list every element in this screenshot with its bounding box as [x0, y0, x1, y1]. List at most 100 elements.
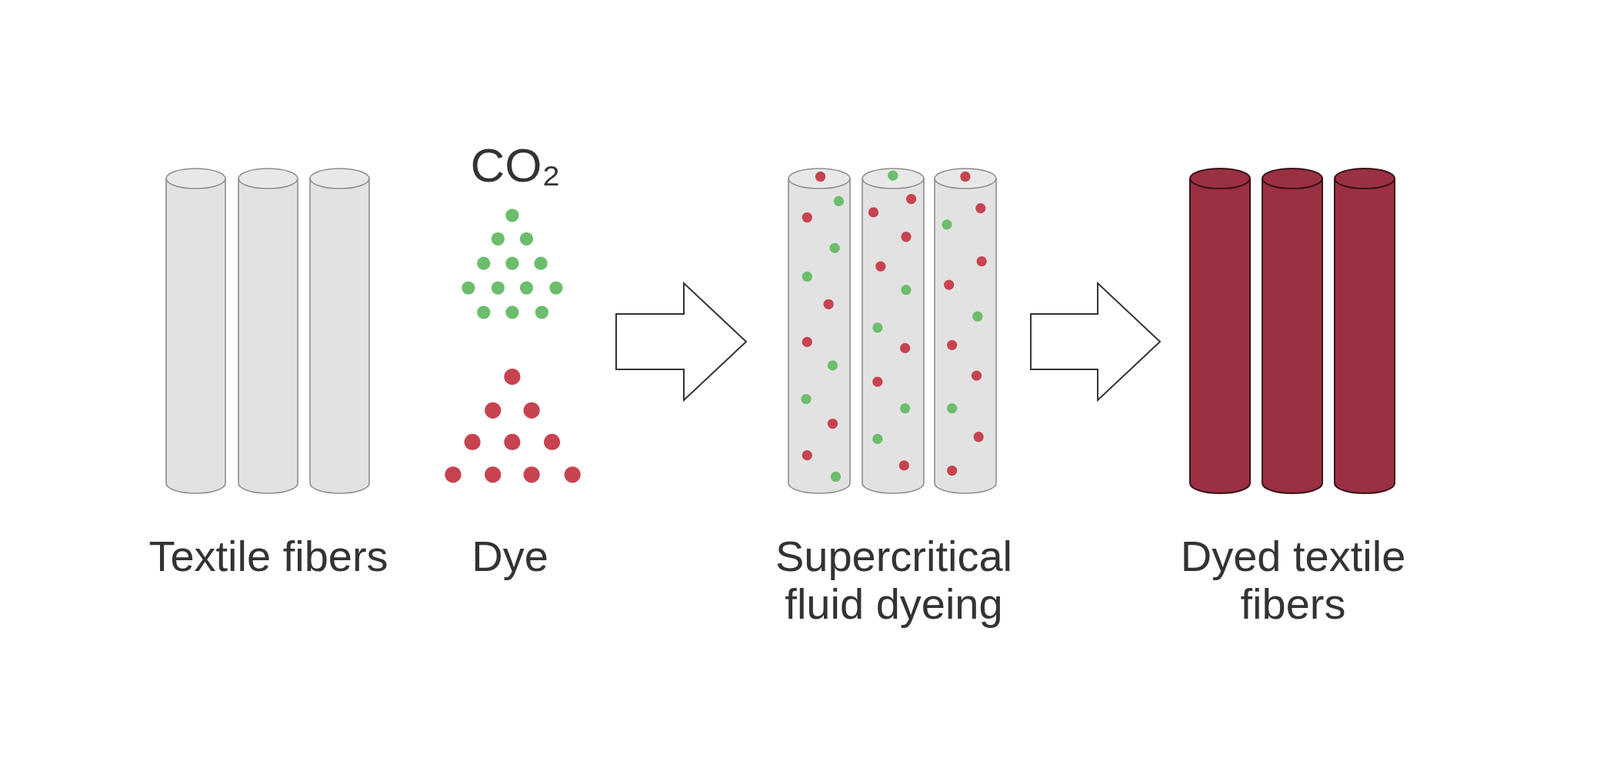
fiber-cylinder: [1262, 168, 1323, 494]
dye-molecule: [973, 431, 984, 442]
dye-molecule: [823, 299, 834, 310]
cylinder-body: [166, 178, 226, 494]
dye-molecule: [872, 376, 883, 387]
fiber-cylinder: [166, 168, 226, 494]
co2-molecule: [520, 232, 534, 246]
dye-molecule: [815, 171, 826, 182]
fiber-cylinder: [862, 168, 924, 494]
product-node: Dyed textile fibers: [1160, 130, 1424, 593]
cylinder-top: [1334, 168, 1395, 189]
dye-molecule: [900, 231, 911, 242]
connector-group: [616, 283, 1160, 400]
co2-molecule: [802, 271, 813, 282]
co2-molecule: [830, 471, 841, 482]
dye-molecule: [875, 261, 886, 272]
dye-molecule: [523, 466, 540, 483]
co2-molecule: [505, 208, 519, 222]
fiber-cylinder: [934, 168, 997, 494]
cylinder-top: [238, 168, 298, 189]
reagent-node: CO₂Dye: [442, 130, 617, 593]
cylinder-top: [310, 168, 370, 189]
dye-molecule: [946, 465, 957, 476]
dye-molecule: [802, 450, 813, 460]
dye-molecule: [503, 368, 520, 385]
dye-molecule: [827, 418, 838, 429]
dye-molecule: [943, 279, 954, 290]
dye-molecule: [900, 343, 910, 354]
node-label: Supercritical fluid dyeing: [755, 532, 1033, 628]
dye-molecule: [523, 402, 540, 419]
fiber-node: Textile fibers: [153, 130, 385, 593]
dye-molecule: [464, 433, 481, 450]
cylinder-body: [238, 178, 298, 494]
node-label: Dye: [425, 532, 595, 580]
dye-molecule: [975, 203, 986, 214]
co2-molecule: [872, 322, 883, 333]
co2-molecule: [887, 170, 898, 181]
co2-molecule: [491, 280, 505, 294]
co2-molecule: [827, 360, 838, 370]
fiber-cylinder: [1334, 168, 1395, 494]
process-arrow: [1030, 283, 1160, 400]
co2-molecule: [972, 311, 983, 322]
cylinder-top: [1262, 168, 1323, 189]
dye-molecule: [484, 466, 501, 483]
fiber-cylinder: [788, 168, 850, 494]
dye-molecule: [444, 466, 461, 483]
cylinder-body: [934, 178, 997, 494]
node-label: Dyed textile fibers: [1154, 532, 1432, 628]
process-node: Supercritical fluid dyeing: [746, 130, 1031, 593]
cylinder-body: [862, 178, 924, 494]
cylinder-top: [788, 168, 850, 189]
dye-molecule: [802, 212, 813, 223]
cylinder-top: [1190, 168, 1250, 189]
co2-molecule: [505, 305, 519, 319]
co2-molecule: [505, 256, 519, 270]
co2-molecule: [461, 280, 475, 294]
dye-molecule: [868, 206, 879, 217]
cylinder-body: [1190, 178, 1250, 494]
process-arrow: [616, 283, 747, 400]
cylinder-body: [1262, 178, 1323, 494]
co2-molecule: [833, 196, 844, 207]
co2-molecule: [800, 393, 811, 404]
co2-molecule: [946, 403, 957, 414]
co2-molecule: [491, 232, 505, 246]
fiber-group: [166, 168, 1395, 494]
cylinder-body: [788, 178, 850, 494]
co2-molecule: [520, 280, 534, 294]
dye-molecule: [564, 466, 581, 483]
node-label: Textile fibers: [130, 532, 407, 580]
node-heading: CO₂: [430, 139, 600, 192]
dye-molecule: [802, 336, 813, 347]
dye-molecule: [976, 256, 987, 267]
dye-molecule: [484, 402, 501, 419]
co2-molecule: [872, 433, 883, 444]
co2-molecule: [476, 256, 490, 270]
co2-molecule: [533, 256, 547, 270]
dye-molecule: [899, 460, 910, 470]
cylinder-top: [166, 168, 226, 189]
fiber-cylinder: [310, 168, 370, 494]
co2-molecule: [549, 280, 563, 294]
dye-molecule: [946, 340, 957, 350]
dye-molecule: [503, 433, 520, 450]
co2-molecule: [900, 284, 911, 295]
cylinder-top: [934, 168, 997, 189]
co2-molecule: [535, 305, 549, 319]
dye-molecule: [960, 171, 970, 182]
fiber-cylinder: [1190, 168, 1250, 494]
cylinder-body: [310, 178, 370, 494]
dye-molecule: [906, 193, 917, 204]
dye-molecule: [543, 433, 560, 450]
co2-molecule: [476, 305, 490, 319]
co2-molecule: [941, 219, 952, 230]
fiber-cylinder: [238, 168, 298, 494]
dye-molecule: [971, 370, 982, 381]
cylinder-top: [862, 168, 924, 189]
cylinder-body: [1334, 178, 1395, 494]
particle-group: [444, 170, 987, 484]
co2-molecule: [829, 243, 840, 254]
